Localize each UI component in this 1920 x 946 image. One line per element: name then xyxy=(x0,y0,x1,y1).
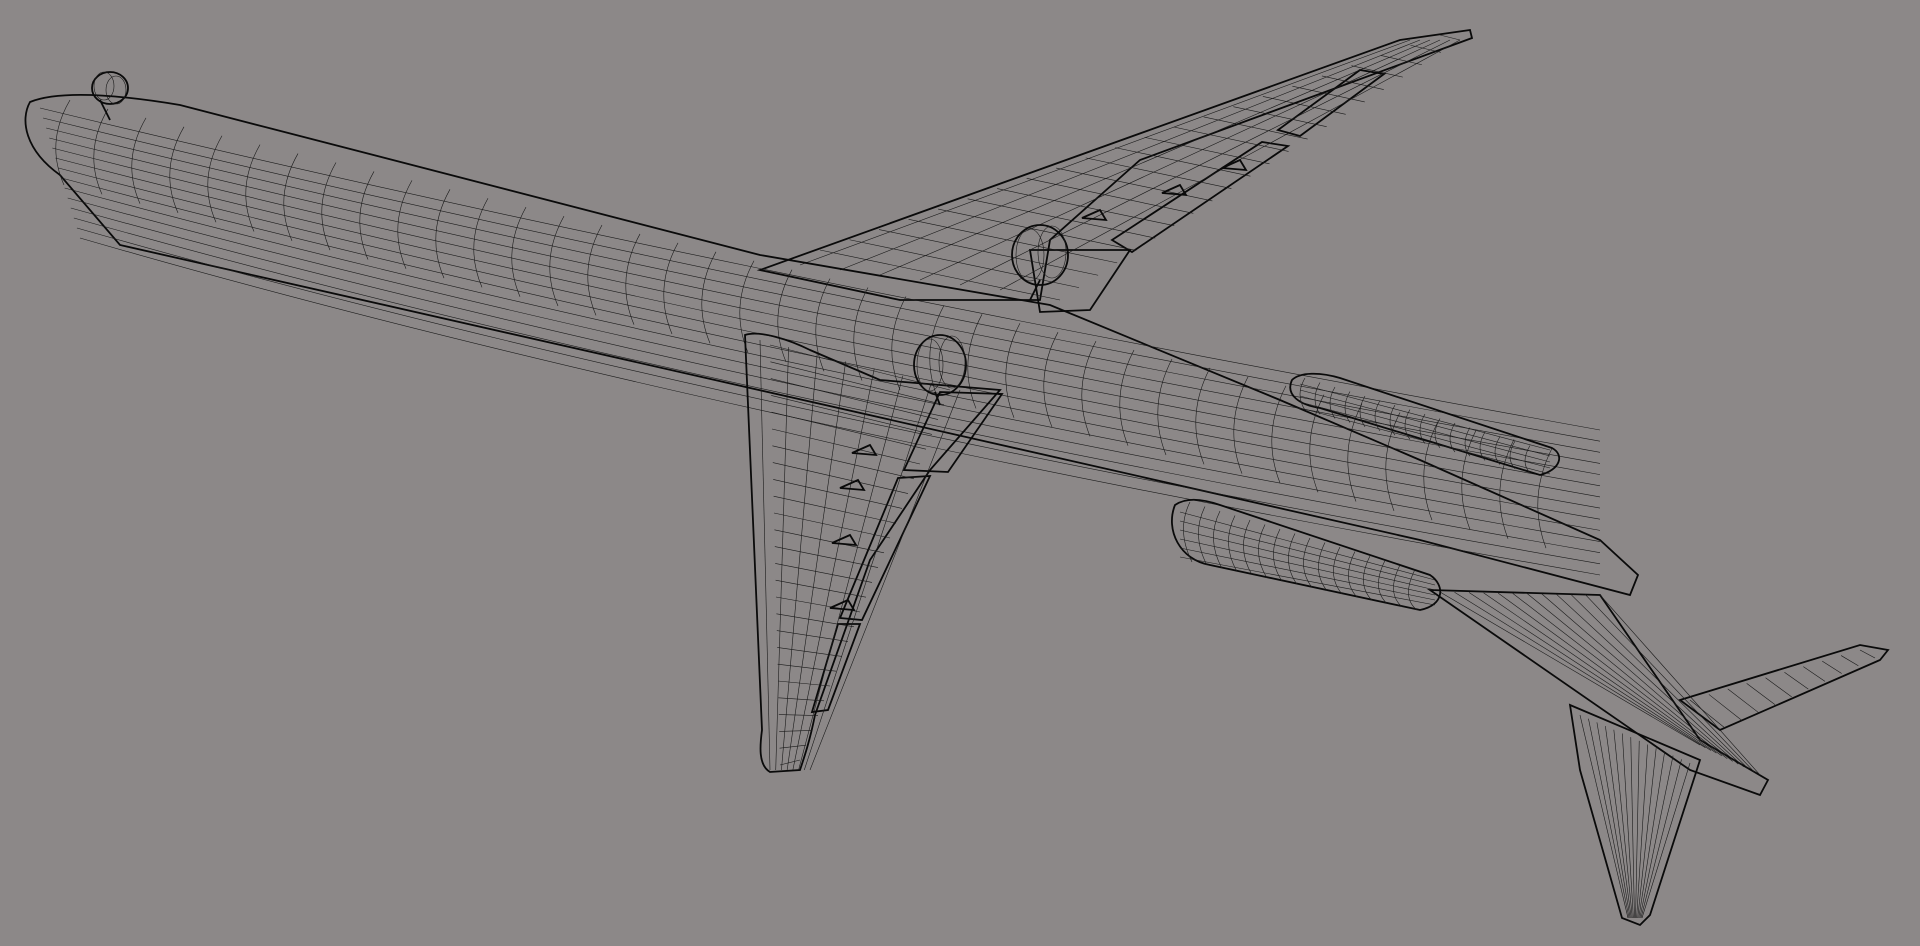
far-wing-outboard-flap xyxy=(1110,141,1291,254)
near-wing-aileron xyxy=(810,623,862,714)
main-gear-far xyxy=(1011,224,1069,301)
near-stabilizer xyxy=(1568,703,1702,927)
near-wing-inboard-flap xyxy=(902,391,1004,473)
far-wing-inboard-flap xyxy=(1028,249,1132,313)
flap-track-fairings xyxy=(829,158,1248,612)
upper-engine-nacelle xyxy=(1289,372,1561,476)
far-stabilizer xyxy=(1678,644,1890,732)
far-wing xyxy=(756,28,1474,313)
lower-engine-nacelle xyxy=(1171,498,1441,611)
main-gear-near xyxy=(913,334,967,406)
vertical-tail xyxy=(1426,589,1770,797)
near-wing xyxy=(744,332,1004,773)
far-wing-aileron xyxy=(1275,69,1387,137)
fuselage xyxy=(24,94,1640,597)
nose-gear xyxy=(91,71,129,121)
near-wing-outboard-flap xyxy=(838,475,932,621)
